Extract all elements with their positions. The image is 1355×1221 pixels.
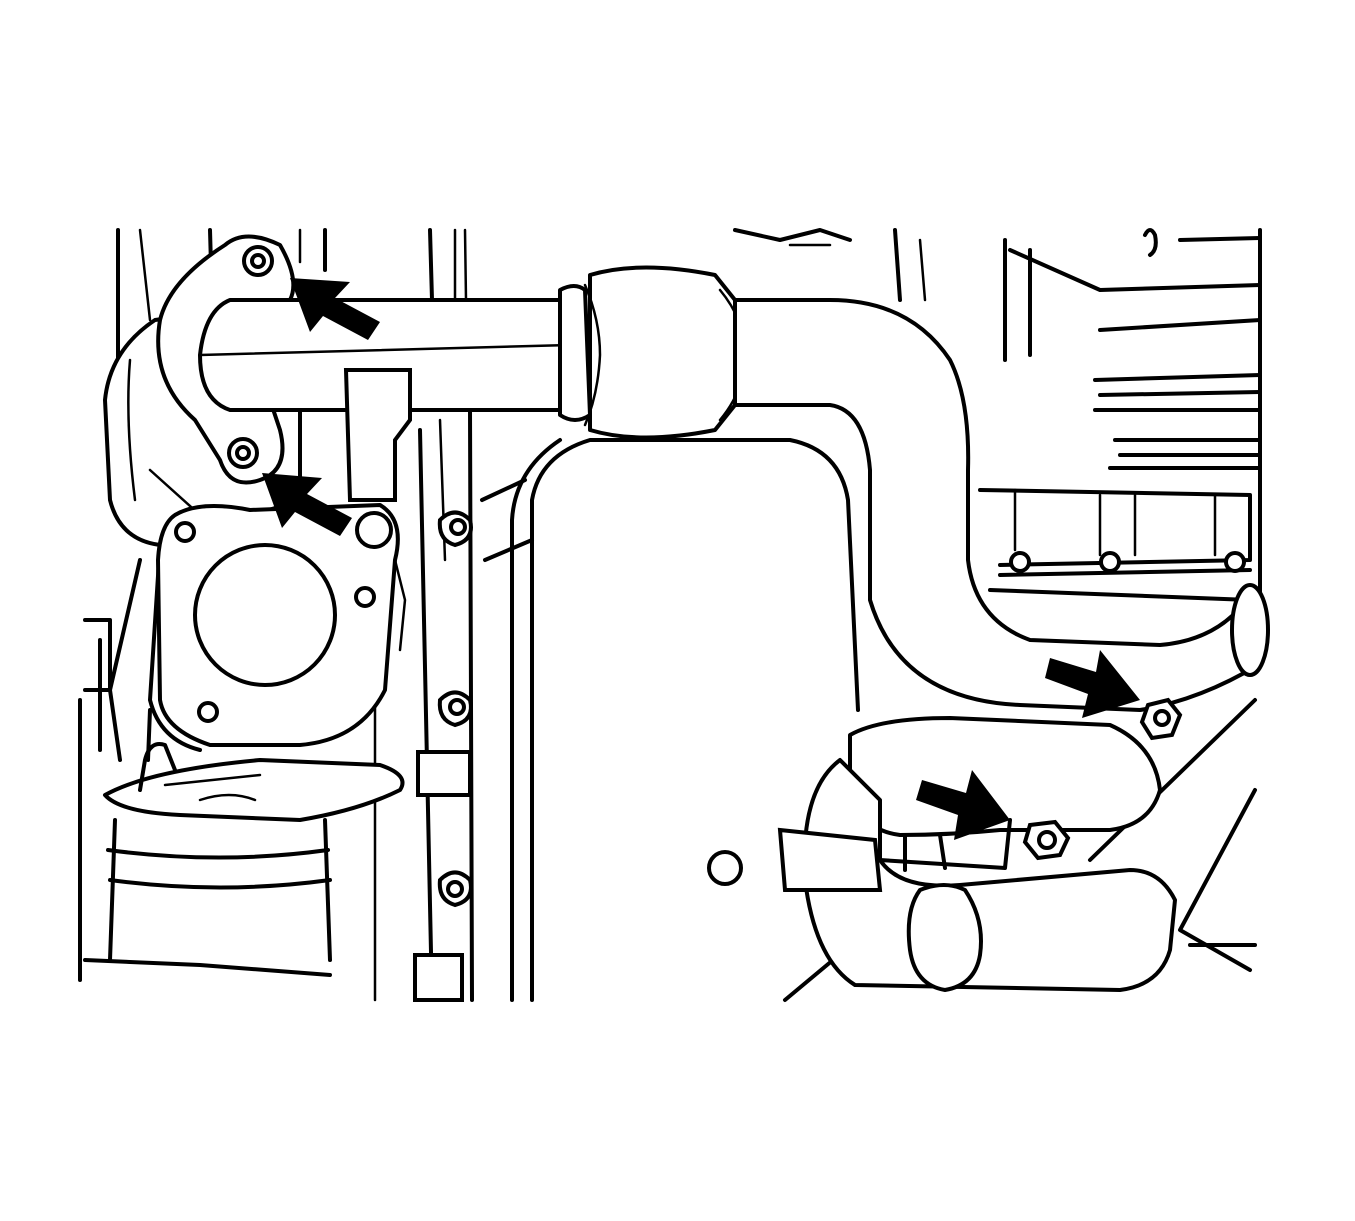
tailpipe (777, 758, 1177, 992)
left-frame-lines (78, 228, 468, 1002)
indicator-arrows (262, 278, 1140, 840)
arrow-lower-flange (262, 473, 352, 536)
bracket-nut (1022, 819, 1071, 861)
hanger-nut (1139, 697, 1183, 741)
exhaust-pipe (198, 265, 1270, 712)
arrow-upper-flange (290, 278, 380, 340)
crossmember-plate (510, 438, 860, 1002)
muffler-hanger-bracket (848, 716, 1162, 872)
fasteners (1022, 697, 1183, 861)
heat-shield-bracket (103, 708, 405, 962)
right-engine-background (733, 228, 1262, 1002)
vertical-rail (413, 408, 534, 1002)
arrow-bracket-nut (916, 770, 1010, 840)
lower-flange-plate (156, 503, 407, 747)
arrow-hanger-nut (1045, 650, 1140, 718)
